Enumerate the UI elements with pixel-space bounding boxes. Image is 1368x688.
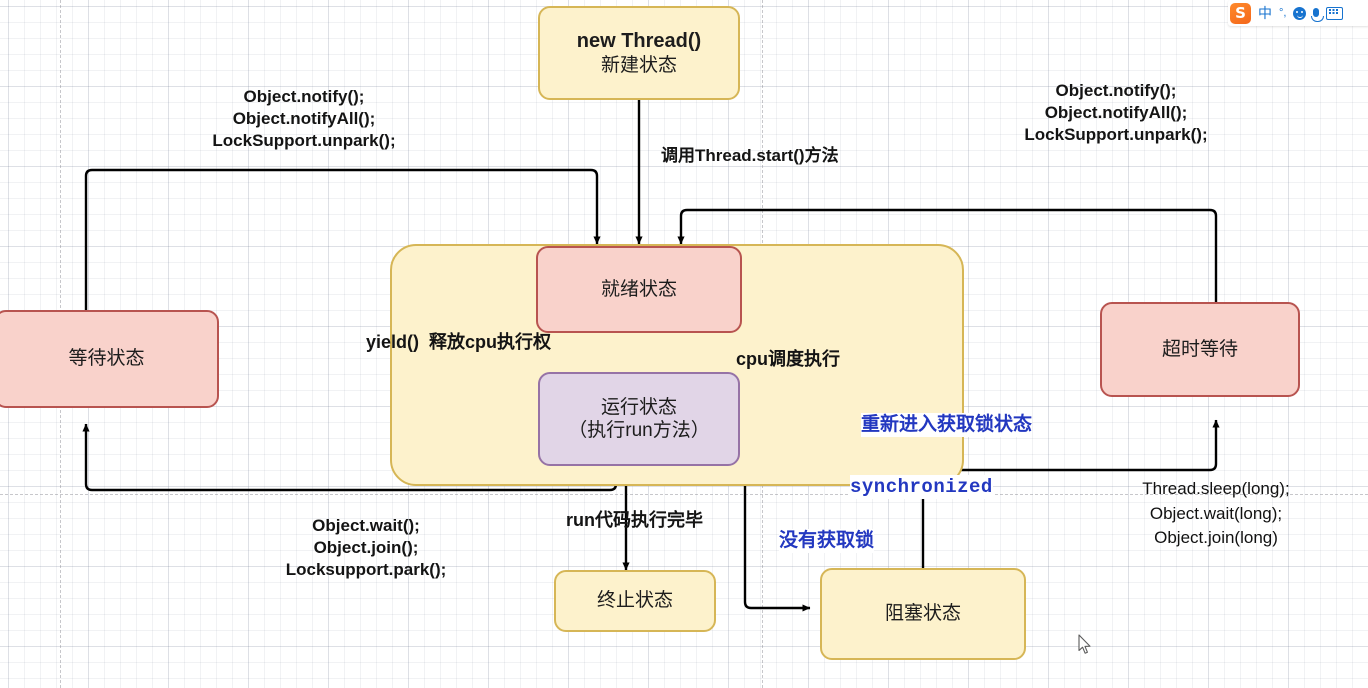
label-notify-left: Object.notify(); Object.notifyAll(); Loc… bbox=[212, 87, 396, 150]
node-timed-waiting-label: 超时等待 bbox=[1161, 338, 1238, 360]
keyboard-icon[interactable] bbox=[1326, 6, 1344, 20]
node-new-thread[interactable]: new Thread() 新建状态 bbox=[538, 6, 740, 100]
node-ready[interactable]: 就绪状态 bbox=[536, 246, 742, 333]
node-waiting-label: 等待状态 bbox=[68, 348, 145, 370]
node-timed-waiting[interactable]: 超时等待 bbox=[1100, 302, 1300, 397]
label-sleep-timed: Thread.sleep(long); Object.wait(long); O… bbox=[1142, 479, 1290, 548]
label-no-lock: 没有获取锁 bbox=[779, 529, 875, 554]
node-ready-label: 就绪状态 bbox=[600, 278, 677, 300]
node-new-thread-line1: new Thread() bbox=[576, 30, 702, 53]
label-yield: yield() 释放cpu执行权 bbox=[366, 332, 552, 352]
node-new-thread-line2: 新建状态 bbox=[600, 54, 677, 76]
ime-punctuation-toggle[interactable]: °, bbox=[1279, 6, 1287, 19]
node-running-line1: 运行状态 bbox=[600, 396, 677, 418]
microphone-icon[interactable] bbox=[1310, 7, 1324, 22]
label-run-finished: run代码执行完毕 bbox=[566, 510, 703, 530]
label-notify-right: Object.notify(); Object.notifyAll(); Loc… bbox=[1024, 81, 1208, 144]
label-cpu-schedule: cpu调度执行 bbox=[736, 349, 841, 369]
node-blocked-label: 阻塞状态 bbox=[884, 603, 961, 625]
label-wait-join-park: Object.wait(); Object.join(); Locksuppor… bbox=[285, 516, 447, 579]
ime-toolbar[interactable]: S 中 °, bbox=[1228, 0, 1368, 26]
edge-timedwaiting-to-ready bbox=[677, 208, 1218, 314]
node-running-line2: （执行run方法） bbox=[568, 420, 710, 441]
label-start-method: 调用Thread.start()方法 bbox=[661, 146, 839, 165]
edge-running-to-timedwaiting bbox=[748, 419, 1220, 472]
edge-running-to-waiting bbox=[82, 423, 618, 492]
node-terminated[interactable]: 终止状态 bbox=[554, 570, 716, 632]
ime-mode-chinese[interactable]: 中 bbox=[1258, 5, 1272, 21]
mouse-cursor bbox=[1078, 634, 1091, 654]
label-synchronized: synchronized bbox=[850, 475, 993, 500]
page-guide-horizontal bbox=[0, 494, 1368, 495]
sogou-logo-icon[interactable]: S bbox=[1230, 2, 1251, 24]
node-running[interactable]: 运行状态 （执行run方法） bbox=[538, 372, 740, 466]
edge-waiting-to-ready bbox=[84, 168, 601, 404]
label-reacquire-lock: 重新进入获取锁状态 bbox=[861, 413, 1033, 438]
node-terminated-label: 终止状态 bbox=[596, 590, 673, 612]
node-waiting[interactable]: 等待状态 bbox=[0, 310, 219, 408]
edge-running-to-blocked bbox=[743, 466, 811, 612]
node-blocked[interactable]: 阻塞状态 bbox=[820, 568, 1026, 660]
emoji-icon[interactable] bbox=[1293, 6, 1307, 20]
